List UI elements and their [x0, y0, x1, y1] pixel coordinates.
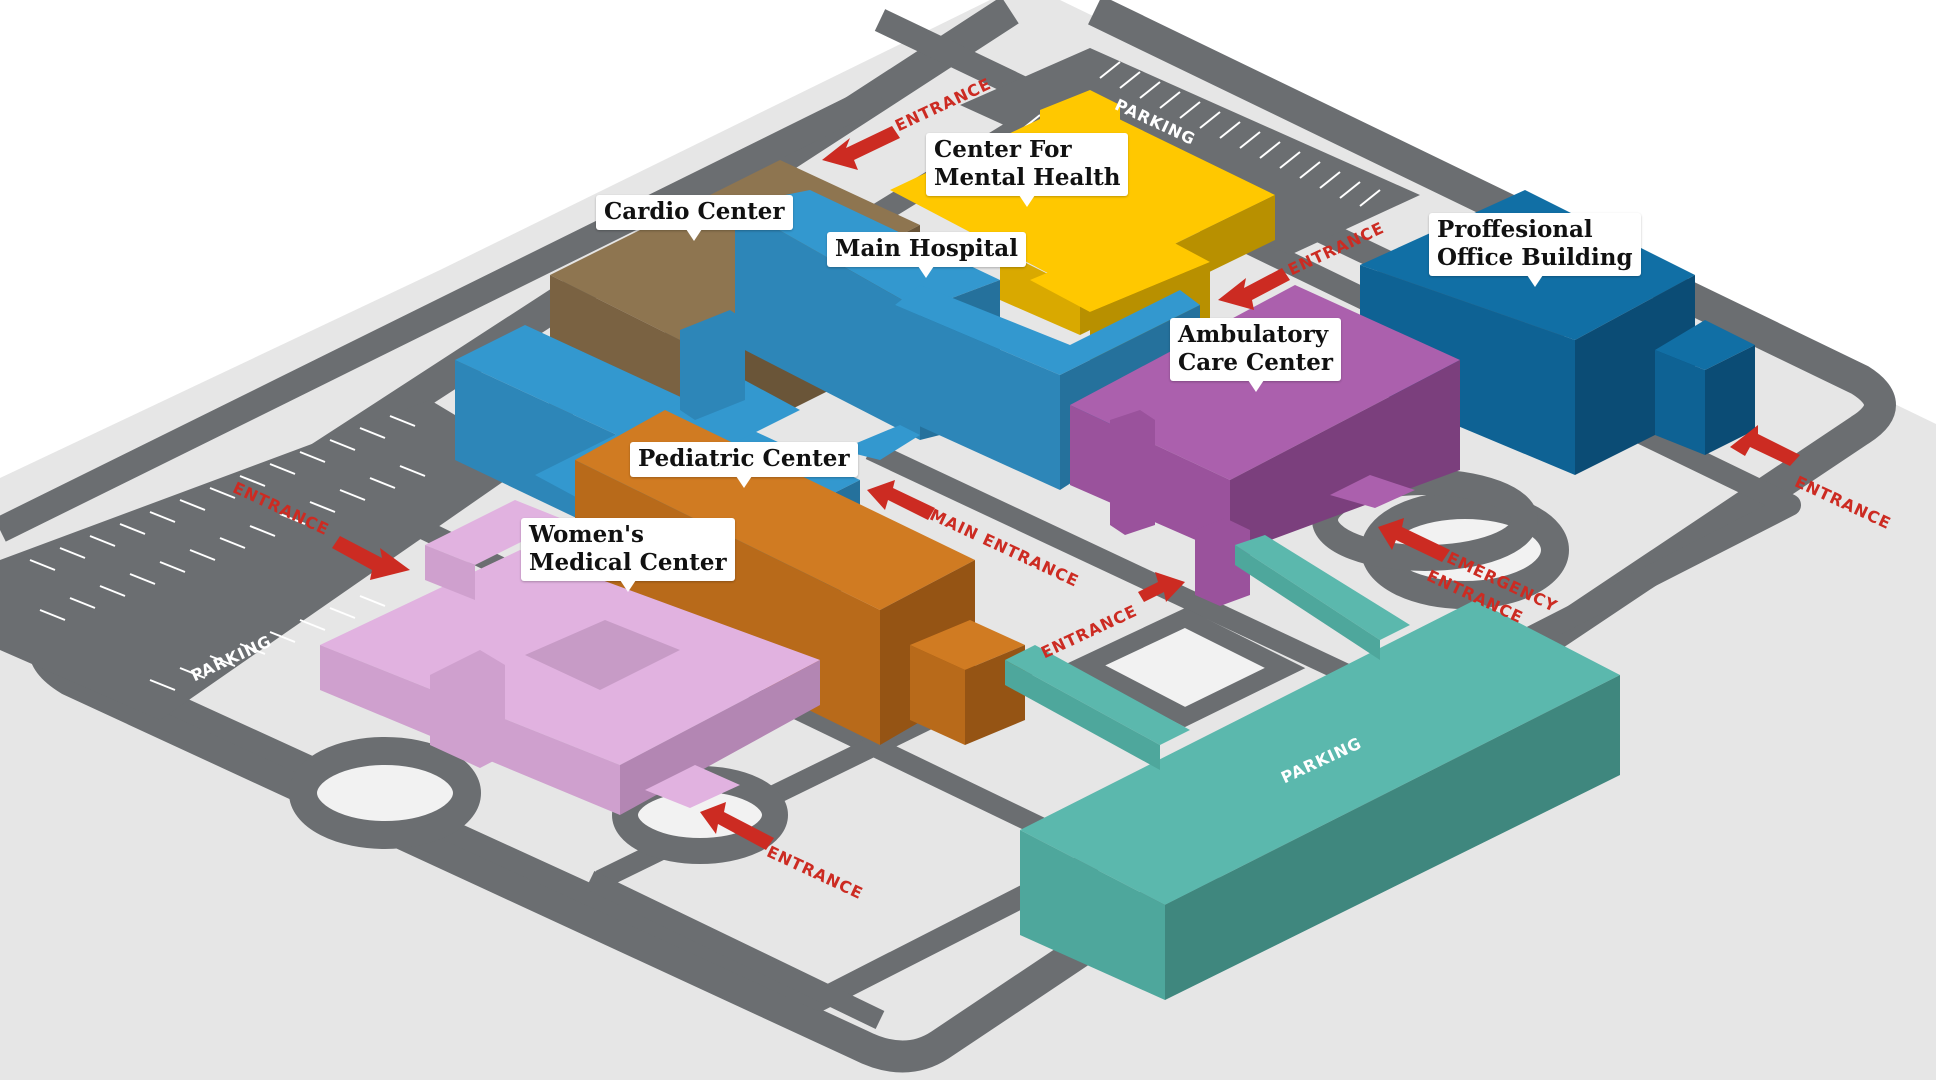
central-road-b[interactable] — [865, 440, 1365, 690]
label-ambulatory-care[interactable]: Ambulatory Care Center — [1170, 318, 1342, 392]
entrance-arrow-office[interactable] — [1730, 425, 1800, 466]
label-mental-health-line2: Mental Health — [934, 164, 1121, 191]
label-cardio-center[interactable]: Cardio Center — [596, 195, 793, 241]
label-pediatric-center[interactable]: Pediatric Center — [630, 442, 858, 488]
entrance-arrow-north[interactable] — [822, 126, 900, 170]
entrance-arrow-main[interactable] — [867, 480, 935, 520]
entrance-arrow-emergency[interactable] — [1378, 518, 1450, 562]
west-road[interactable] — [0, 83, 886, 542]
womens-center-building[interactable] — [320, 500, 820, 815]
central-plaza — [1064, 607, 1306, 728]
label-cardio-center-line1: Cardio Center — [604, 198, 785, 225]
parking-lot-west — [0, 400, 520, 720]
label-professional-office-line2: Office Building — [1437, 244, 1633, 271]
label-professional-office[interactable]: Proffesional Office Building — [1429, 213, 1641, 287]
entrance-arrow-mental-health[interactable] — [1218, 268, 1290, 310]
parking-garage-building[interactable] — [1005, 535, 1620, 1000]
label-main-hospital[interactable]: Main Hospital — [827, 232, 1026, 278]
label-womens-center-line1: Women's — [529, 521, 644, 548]
label-womens-center-line2: Medical Center — [529, 549, 727, 576]
label-ambulatory-care-line1: Ambulatory — [1178, 321, 1329, 348]
south-road[interactable] — [585, 870, 885, 1030]
ambulatory-care-building[interactable] — [1070, 285, 1460, 606]
label-ambulatory-care-line2: Care Center — [1178, 349, 1334, 376]
label-pediatric-center-line1: Pediatric Center — [638, 445, 850, 472]
entrance-arrow-south[interactable] — [700, 802, 774, 850]
label-womens-center[interactable]: Women's Medical Center — [521, 518, 735, 592]
label-professional-office-line1: Proffesional — [1437, 216, 1593, 243]
roundabout-west[interactable] — [289, 737, 481, 849]
label-mental-health-line1: Center For — [934, 136, 1072, 163]
entrance-arrow-ambulatory[interactable] — [1138, 572, 1185, 602]
label-mental-health[interactable]: Center For Mental Health — [926, 133, 1129, 207]
label-main-hospital-line1: Main Hospital — [835, 235, 1018, 262]
entrance-arrow-west[interactable] — [332, 536, 410, 580]
